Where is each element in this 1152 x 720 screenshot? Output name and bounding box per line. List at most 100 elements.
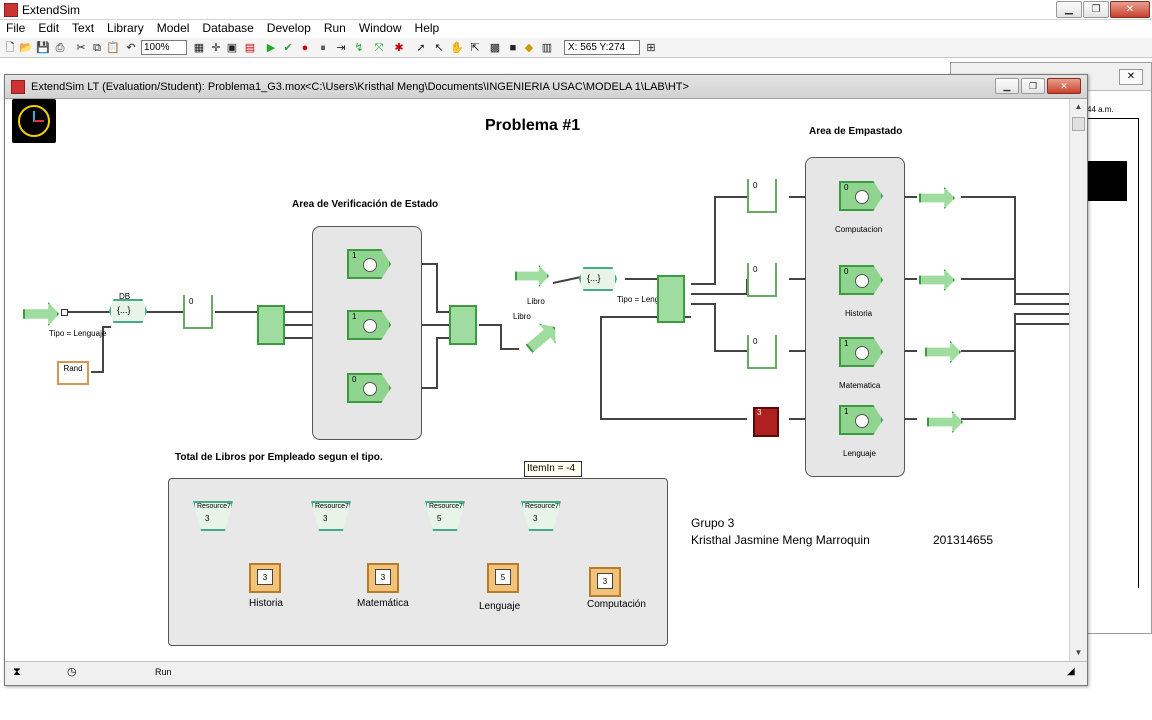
- student-id: 201314655: [933, 533, 994, 547]
- simulation-clock-icon[interactable]: [12, 99, 56, 143]
- zoom-input[interactable]: 100%: [141, 40, 187, 55]
- grid-icon[interactable]: ▦: [193, 42, 205, 54]
- menu-database[interactable]: Database: [202, 21, 254, 35]
- menu-file[interactable]: File: [6, 21, 26, 35]
- queue-historia[interactable]: 0: [747, 263, 777, 297]
- display-computacion[interactable]: 3: [589, 567, 621, 597]
- activity-computacion-label: Computacion: [835, 225, 883, 234]
- restore-button[interactable]: ❐: [1083, 1, 1109, 18]
- set-db-block[interactable]: {...}: [109, 299, 147, 323]
- model-canvas[interactable]: Problema #1 Area de Verificación de Esta…: [5, 99, 1069, 661]
- select-item-in-block[interactable]: [449, 305, 477, 345]
- shape-icon[interactable]: ◆: [524, 42, 534, 54]
- scroll-up-icon[interactable]: ▲: [1074, 102, 1083, 111]
- activity-verif-2[interactable]: 1: [347, 310, 391, 340]
- resource-matematica-value: 3: [323, 514, 328, 523]
- app-titlebar: ExtendSim ▁ ❐ ✕: [0, 0, 1152, 20]
- activity-verif-1[interactable]: 1: [347, 249, 391, 279]
- zoom-icon[interactable]: ⊞: [646, 42, 656, 54]
- copy-icon[interactable]: ⧉: [93, 42, 101, 54]
- display-computacion-label: Computación: [587, 599, 646, 610]
- menu-text[interactable]: Text: [72, 21, 95, 35]
- pointer-alt-icon[interactable]: ↖: [434, 42, 444, 54]
- minimize-button[interactable]: ▁: [1056, 1, 1082, 18]
- background-close-button[interactable]: ✕: [1119, 69, 1143, 85]
- menu-library[interactable]: Library: [107, 21, 144, 35]
- black-square-icon[interactable]: ■: [509, 42, 517, 54]
- queue-lenguaje-value: 3: [757, 408, 762, 417]
- animate-icon[interactable]: ↯: [354, 42, 364, 54]
- color-palette-icon[interactable]: ▩: [489, 42, 501, 54]
- menu-run[interactable]: Run: [323, 21, 346, 35]
- menu-window[interactable]: Window: [358, 21, 402, 35]
- save-icon[interactable]: 💾: [36, 42, 50, 54]
- activity-lenguaje-label: Lenguaje: [843, 449, 876, 458]
- toolbar: 🗋 📂 💾 ⎙ ✂ ⧉ 📋 ↶ 100% ▦ ✛ ▣ ▤ ▶ ✔ ● ⏸ ⇥ ↯…: [0, 38, 1152, 58]
- queue-lenguaje-book-icon[interactable]: 3: [753, 407, 779, 437]
- resource-historia[interactable]: Resource7 3: [193, 501, 233, 531]
- activity-matematica-value: 1: [844, 339, 849, 348]
- step-icon[interactable]: ⇥: [336, 42, 346, 54]
- resize-grip-icon[interactable]: ◢: [1067, 666, 1075, 677]
- scroll-thumb[interactable]: [1072, 117, 1085, 131]
- menu-edit[interactable]: Edit: [38, 21, 60, 35]
- select-empastado-block[interactable]: [657, 275, 685, 323]
- debug-icon[interactable]: ✱: [394, 42, 404, 54]
- doc-close-button[interactable]: ✕: [1047, 78, 1081, 94]
- display-computacion-value: 3: [597, 573, 613, 589]
- activity-historia-label: Historia: [845, 309, 873, 318]
- resource-lenguaje-title: Resource7: [429, 503, 463, 510]
- queue-matematica[interactable]: 0: [747, 335, 777, 369]
- undo-icon[interactable]: ↶: [126, 42, 136, 54]
- clock-icon: [855, 274, 869, 288]
- select-item-out-block[interactable]: [257, 305, 285, 345]
- vertical-scrollbar[interactable]: ▲ ▼: [1069, 99, 1087, 661]
- display-matematica[interactable]: 3: [367, 563, 399, 593]
- scroll-down-icon[interactable]: ▼: [1074, 648, 1083, 657]
- activity-verif-2-value: 1: [352, 312, 357, 321]
- display-lenguaje[interactable]: 5: [487, 563, 519, 593]
- hand-icon[interactable]: ✋: [450, 42, 464, 54]
- queue-computacion[interactable]: 0: [747, 179, 777, 213]
- status-bar: ⧗ ◷ Run ◢: [5, 661, 1087, 685]
- cut-icon[interactable]: ✂: [76, 42, 86, 54]
- run-icon[interactable]: ▶: [266, 42, 276, 54]
- cursor-block-icon[interactable]: ⇱: [470, 42, 480, 54]
- pause-icon[interactable]: ⏸: [320, 42, 326, 54]
- cross-icon[interactable]: ✛: [211, 42, 221, 54]
- activity-verif-3[interactable]: 0: [347, 373, 391, 403]
- menu-help[interactable]: Help: [414, 21, 440, 35]
- 3d-icon[interactable]: ▤: [244, 42, 256, 54]
- stop-icon[interactable]: ●: [301, 42, 309, 54]
- activity-historia[interactable]: 0: [839, 265, 883, 295]
- print-icon[interactable]: ⎙: [55, 42, 65, 54]
- set-db-symbol: {...}: [117, 305, 131, 315]
- paste-icon[interactable]: 📋: [106, 42, 120, 54]
- menu-model[interactable]: Model: [156, 21, 190, 35]
- rand-block[interactable]: Rand: [57, 361, 89, 385]
- resource-area: [168, 478, 668, 646]
- close-button[interactable]: ✕: [1110, 1, 1150, 18]
- resource-computacion[interactable]: Resource7 3: [521, 501, 561, 531]
- doc-minimize-button[interactable]: ▁: [995, 78, 1019, 94]
- activity-computacion[interactable]: 0: [839, 181, 883, 211]
- display-historia-value: 3: [257, 569, 273, 585]
- queue-verificacion[interactable]: 0: [183, 295, 213, 329]
- background-time-text: 44 a.m.: [1087, 105, 1114, 114]
- create-connector[interactable]: [61, 309, 68, 316]
- menu-develop[interactable]: Develop: [266, 21, 311, 35]
- notebook-icon[interactable]: ▣: [226, 42, 238, 54]
- pointer-icon[interactable]: ➚: [416, 42, 426, 54]
- doc-restore-button[interactable]: ❐: [1021, 78, 1045, 94]
- activity-matematica[interactable]: 1: [839, 337, 883, 367]
- display-matematica-value: 3: [375, 569, 391, 585]
- run-optimize-icon[interactable]: ✔: [283, 42, 293, 54]
- set-tipo-block[interactable]: {...}: [579, 267, 617, 291]
- activity-lenguaje[interactable]: 1: [839, 405, 883, 435]
- new-file-icon[interactable]: 🗋: [5, 42, 15, 54]
- pattern-icon[interactable]: ▥: [541, 42, 553, 54]
- display-historia[interactable]: 3: [249, 563, 281, 593]
- connect-icon[interactable]: ⤧: [374, 42, 384, 54]
- open-folder-icon[interactable]: 📂: [19, 42, 33, 54]
- set-tipo-symbol: {...}: [587, 273, 601, 283]
